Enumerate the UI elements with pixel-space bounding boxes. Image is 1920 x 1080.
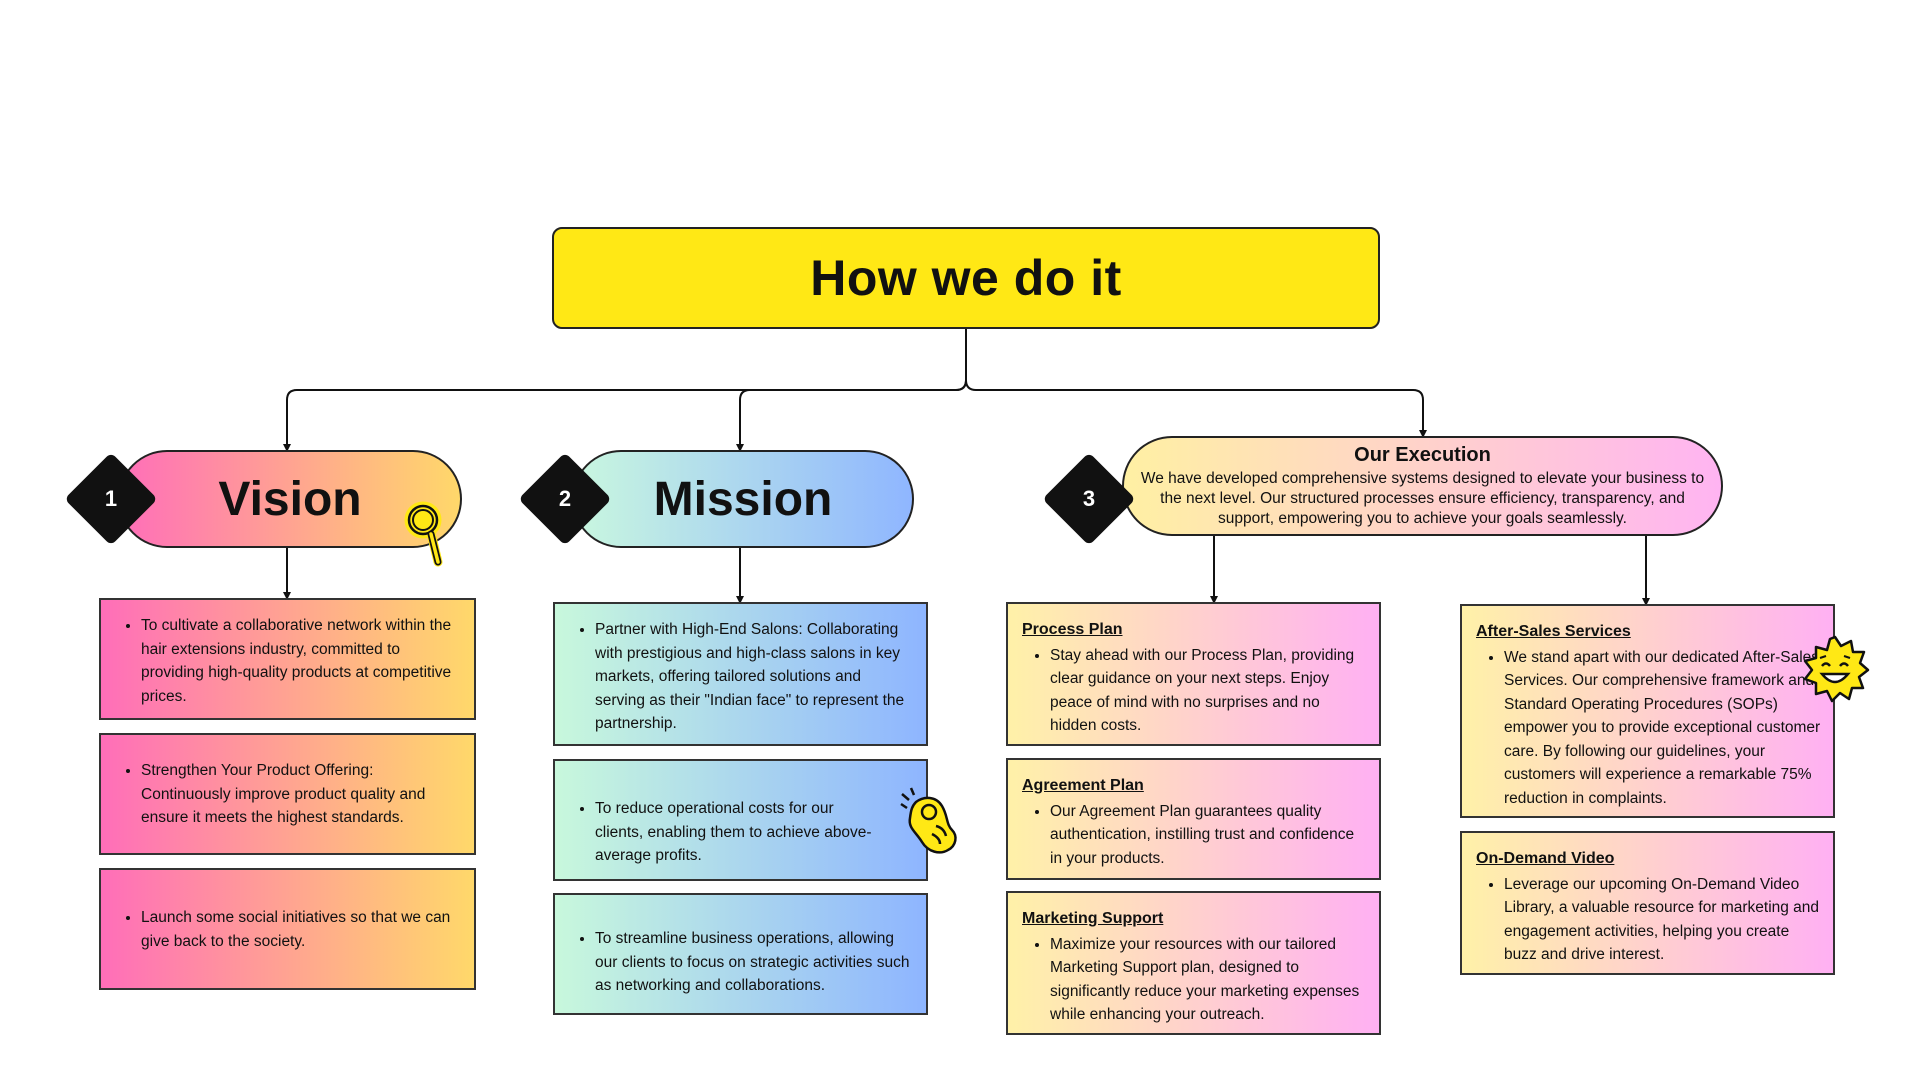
mission-number: 2 [558, 486, 572, 511]
agreement-plan-text: Our Agreement Plan guarantees quality au… [1050, 800, 1367, 871]
execution-description: We have developed comprehensive systems … [1140, 469, 1705, 527]
after-sales-card: After-Sales Services We stand apart with… [1460, 604, 1835, 818]
ok-hand-icon [900, 787, 957, 854]
title-box: How we do it [552, 227, 1380, 329]
mission-title: Mission [653, 472, 833, 526]
mission-card-2: To reduce operational costs for our clie… [553, 759, 928, 881]
execution-title: Our Execution [1354, 443, 1491, 466]
mission-number-badge: 2 [518, 452, 612, 546]
vision-card-3: Launch some social initiatives so that w… [99, 868, 476, 990]
vision-card-2: Strengthen Your Product Offering: Contin… [99, 733, 476, 855]
connector-title-trunk [283, 329, 967, 452]
vision-title: Vision [218, 472, 362, 526]
agreement-plan-card: Agreement Plan Our Agreement Plan guaran… [1006, 758, 1381, 880]
connector-title-mission [736, 379, 967, 452]
magnifier-icon [404, 501, 443, 567]
vision-card-1: To cultivate a collaborative network wit… [99, 598, 476, 720]
mission-card-3-text: To streamline business operations, allow… [595, 927, 914, 998]
smiling-sun-icon [1803, 635, 1870, 703]
execution-number: 3 [1082, 486, 1096, 511]
process-plan-heading: Process Plan [1022, 621, 1123, 638]
execution-number-badge: 3 [1042, 452, 1136, 546]
mission-card-1-text: Partner with High-End Salons: Collaborat… [595, 618, 914, 736]
on-demand-video-card: On-Demand Video Leverage our upcoming On… [1460, 831, 1835, 975]
vision-number: 1 [104, 486, 118, 511]
on-demand-video-text: Leverage our upcoming On-Demand Video Li… [1504, 873, 1821, 967]
after-sales-heading: After-Sales Services [1476, 623, 1631, 640]
marketing-support-text: Maximize your resources with our tailore… [1050, 933, 1367, 1027]
marketing-support-card: Marketing Support Maximize your resource… [1006, 891, 1381, 1035]
vision-number-badge: 1 [64, 452, 158, 546]
vision-card-1-text: To cultivate a collaborative network wit… [141, 614, 462, 708]
process-plan-text: Stay ahead with our Process Plan, provid… [1050, 644, 1367, 738]
agreement-plan-heading: Agreement Plan [1022, 777, 1144, 794]
on-demand-video-heading: On-Demand Video [1476, 850, 1615, 867]
mission-card-1: Partner with High-End Salons: Collaborat… [553, 602, 928, 746]
page-title: How we do it [810, 250, 1122, 306]
vision-card-3-text: Launch some social initiatives so that w… [141, 906, 462, 953]
marketing-support-heading: Marketing Support [1022, 910, 1164, 927]
mission-pill: Mission [572, 450, 914, 548]
mission-card-3: To streamline business operations, allow… [553, 893, 928, 1015]
after-sales-text: We stand apart with our dedicated After-… [1504, 646, 1821, 811]
mission-card-2-text: To reduce operational costs for our clie… [595, 797, 914, 868]
process-plan-card: Process Plan Stay ahead with our Process… [1006, 602, 1381, 746]
execution-pill: Our Execution We have developed comprehe… [1122, 436, 1723, 536]
connector-title-execution [965, 379, 1427, 438]
vision-card-2-text: Strengthen Your Product Offering: Contin… [141, 759, 462, 830]
